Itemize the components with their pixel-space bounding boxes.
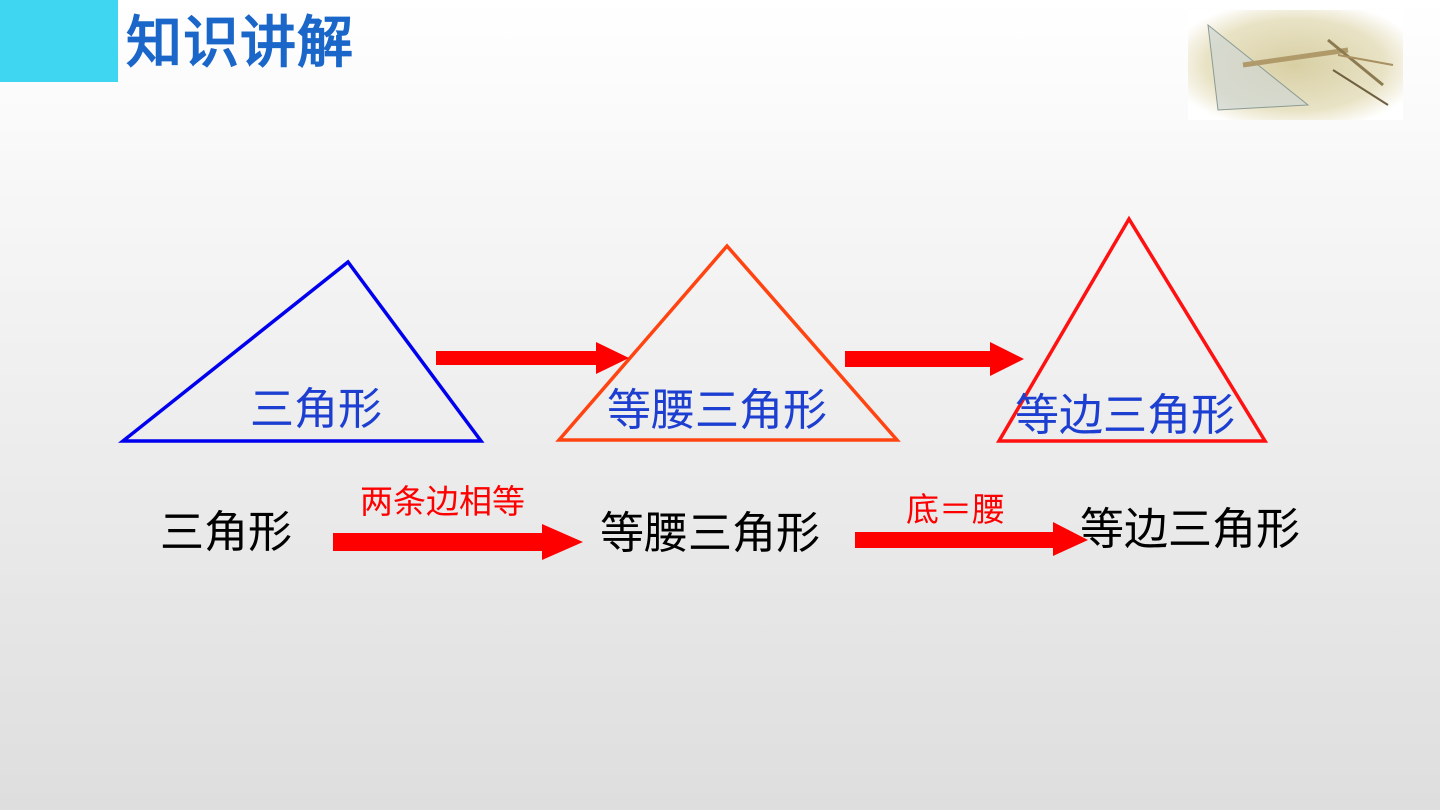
ruler-and-set-square-image <box>1188 10 1403 120</box>
arrow-right-top-1 <box>436 342 629 374</box>
triangle-label: 三角形 <box>250 384 382 435</box>
flow-step-triangle: 三角形 <box>160 507 292 558</box>
condition-two-sides-equal: 两条边相等 <box>360 482 525 521</box>
flow-step-isosceles: 等腰三角形 <box>600 508 820 559</box>
equilateral-triangle <box>995 215 1269 443</box>
arrow-right-bottom-1 <box>333 524 583 560</box>
isosceles-triangle-label: 等腰三角形 <box>607 385 827 436</box>
arrow-right-top-2 <box>845 342 1024 376</box>
isosceles-triangle <box>555 243 901 442</box>
scalene-triangle <box>117 259 485 443</box>
page-title: 知识讲解 <box>126 11 354 76</box>
arrow-right-bottom-2 <box>855 522 1088 556</box>
header-accent-bar <box>0 0 118 82</box>
flow-step-equilateral: 等边三角形 <box>1080 504 1300 555</box>
condition-base-equals-leg: 底＝腰 <box>906 490 1005 529</box>
equilateral-triangle-label: 等边三角形 <box>1015 390 1235 441</box>
